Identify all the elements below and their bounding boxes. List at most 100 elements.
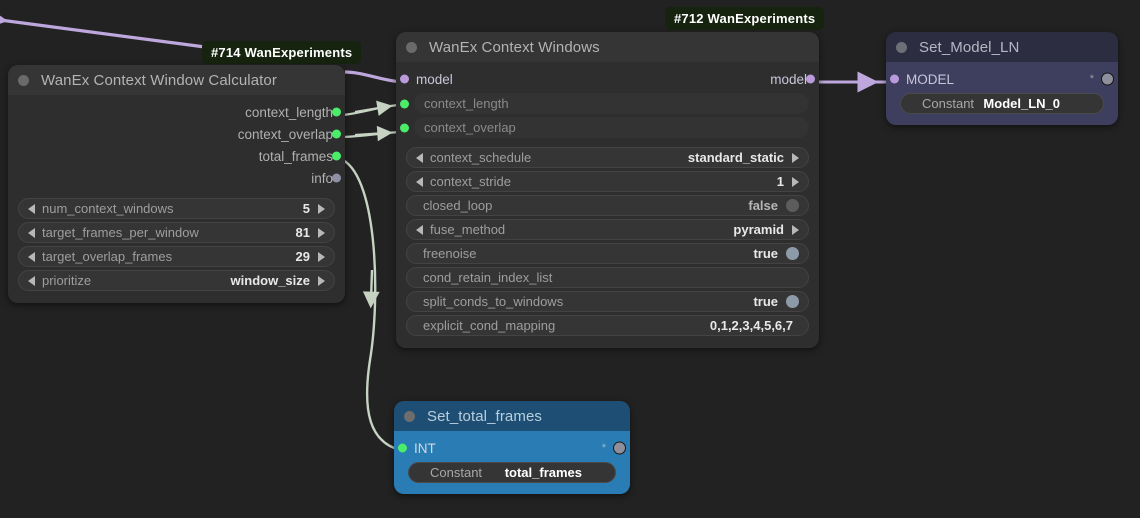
widget-constant-model-ln[interactable]: Constant Model_LN_0 <box>900 93 1104 114</box>
slot-row-model-ln[interactable]: MODEL * <box>886 68 1118 90</box>
decrement-arrow-icon[interactable] <box>28 227 35 238</box>
input-dot-model[interactable] <box>890 74 899 84</box>
next-option-arrow-icon[interactable] <box>792 152 799 163</box>
node-set-model-ln[interactable]: Set_Model_LN MODEL * Constant Model_LN_0 <box>886 32 1118 125</box>
output-dot-model[interactable] <box>806 74 815 84</box>
wildcard-asterisk-icon: * <box>601 441 606 454</box>
node-title-bar-set-total-frames[interactable]: Set_total_frames <box>394 401 630 431</box>
widget-value-num-context-windows: 5 <box>302 201 310 216</box>
widget-label-context-length: context_length <box>424 96 509 111</box>
wildcard-asterisk-icon: * <box>1089 72 1094 85</box>
widget-context-length[interactable]: context_length <box>414 93 809 114</box>
input-label-model: MODEL <box>906 71 955 87</box>
slot-row-int[interactable]: INT * <box>394 437 630 459</box>
widget-target-overlap-frames[interactable]: target_overlap_frames 29 <box>18 246 335 267</box>
output-dot-wildcard[interactable] <box>1101 72 1114 86</box>
widget-label-closed-loop: closed_loop <box>423 198 493 213</box>
node-title-context-windows: WanEx Context Windows <box>429 38 600 56</box>
slot-row-context-length[interactable]: context_length <box>396 93 819 114</box>
widget-value-fuse-method: pyramid <box>733 222 784 237</box>
output-slot-total-frames[interactable]: total_frames <box>8 145 345 167</box>
output-slot-info[interactable]: info <box>8 167 345 189</box>
decrement-arrow-icon[interactable] <box>28 203 35 214</box>
widget-label-num-context-windows: num_context_windows <box>42 201 174 216</box>
node-wanex-context-windows[interactable]: WanEx Context Windows model model contex… <box>396 32 819 348</box>
widget-label-constant: Constant <box>430 465 483 480</box>
widget-label-context-stride: context_stride <box>430 174 511 189</box>
widget-cond-retain-index-list[interactable]: cond_retain_index_list <box>406 267 809 288</box>
widget-target-frames-per-window[interactable]: target_frames_per_window 81 <box>18 222 335 243</box>
node-title-set-total-frames: Set_total_frames <box>427 407 542 425</box>
output-dot-context-overlap[interactable] <box>332 129 341 139</box>
output-label-total-frames: total_frames <box>258 148 333 164</box>
widget-prioritize[interactable]: prioritize window_size <box>18 270 335 291</box>
output-label-context-overlap: context_overlap <box>237 126 333 142</box>
increment-arrow-icon[interactable] <box>792 176 799 187</box>
output-label-model: model <box>770 71 807 87</box>
widget-value-freenoise: true <box>753 246 778 261</box>
widget-context-schedule[interactable]: context_schedule standard_static <box>406 147 809 168</box>
widget-num-context-windows[interactable]: num_context_windows 5 <box>18 198 335 219</box>
output-slot-context-length[interactable]: context_length <box>8 101 345 123</box>
node-badge-714: #714 WanExperiments <box>202 41 362 64</box>
output-dot-total-frames[interactable] <box>332 151 341 161</box>
widget-label-target-frames-per-window: target_frames_per_window <box>42 225 199 240</box>
collapse-dot-icon[interactable] <box>404 410 415 422</box>
wire-context-overlap-arrow <box>354 125 393 142</box>
output-dot-wildcard[interactable] <box>613 441 626 455</box>
collapse-dot-icon[interactable] <box>406 41 417 53</box>
output-slot-context-overlap[interactable]: context_overlap <box>8 123 345 145</box>
widget-label-cond-retain-index-list: cond_retain_index_list <box>423 270 553 285</box>
output-label-context-length: context_length <box>245 104 333 120</box>
widget-value-context-schedule: standard_static <box>687 150 784 165</box>
widget-context-stride[interactable]: context_stride 1 <box>406 171 809 192</box>
slot-row-context-overlap[interactable]: context_overlap <box>396 117 819 138</box>
input-dot-context-length[interactable] <box>400 99 409 108</box>
toggle-knob-icon[interactable] <box>786 247 799 260</box>
wire-model-to-context-windows <box>344 70 402 84</box>
output-dot-context-length[interactable] <box>332 107 341 117</box>
node-title-bar-set-model-ln[interactable]: Set_Model_LN <box>886 32 1118 62</box>
widget-label-explicit-cond-mapping: explicit_cond_mapping <box>423 318 556 333</box>
wire-context-length-arrow <box>354 100 393 116</box>
widget-fuse-method[interactable]: fuse_method pyramid <box>406 219 809 240</box>
toggle-knob-icon[interactable] <box>786 295 799 308</box>
wire-total-frames-arrow <box>362 269 380 309</box>
wire-context-overlap <box>342 130 401 139</box>
input-dot-int[interactable] <box>398 443 407 453</box>
node-title-bar-calculator[interactable]: WanEx Context Window Calculator <box>8 65 345 95</box>
widget-value-split-conds-to-windows: true <box>753 294 778 309</box>
next-option-arrow-icon[interactable] <box>318 275 325 286</box>
widget-explicit-cond-mapping[interactable]: explicit_cond_mapping 0,1,2,3,4,5,6,7 <box>406 315 809 336</box>
input-dot-model[interactable] <box>400 74 409 84</box>
collapse-dot-icon[interactable] <box>18 74 29 86</box>
increment-arrow-icon[interactable] <box>318 251 325 262</box>
input-dot-context-overlap[interactable] <box>400 123 409 132</box>
widget-value-closed-loop: false <box>748 198 778 213</box>
increment-arrow-icon[interactable] <box>318 203 325 214</box>
previous-option-arrow-icon[interactable] <box>416 224 423 235</box>
toggle-knob-icon[interactable] <box>786 199 799 212</box>
increment-arrow-icon[interactable] <box>318 227 325 238</box>
collapse-dot-icon[interactable] <box>896 41 907 53</box>
widget-freenoise[interactable]: freenoise true <box>406 243 809 264</box>
widget-context-overlap[interactable]: context_overlap <box>414 117 809 138</box>
node-wanex-context-window-calculator[interactable]: WanEx Context Window Calculator context_… <box>8 65 345 303</box>
widget-closed-loop[interactable]: closed_loop false <box>406 195 809 216</box>
decrement-arrow-icon[interactable] <box>28 251 35 262</box>
node-set-total-frames[interactable]: Set_total_frames INT * Constant total_fr… <box>394 401 630 494</box>
previous-option-arrow-icon[interactable] <box>28 275 35 286</box>
node-title-bar-context-windows[interactable]: WanEx Context Windows <box>396 32 819 62</box>
wire-total-frames <box>342 158 401 452</box>
slot-row-model[interactable]: model model <box>396 68 819 90</box>
widget-split-conds-to-windows[interactable]: split_conds_to_windows true <box>406 291 809 312</box>
widget-label-freenoise: freenoise <box>423 246 477 261</box>
output-dot-info[interactable] <box>332 173 341 183</box>
next-option-arrow-icon[interactable] <box>792 224 799 235</box>
decrement-arrow-icon[interactable] <box>416 176 423 187</box>
previous-option-arrow-icon[interactable] <box>416 152 423 163</box>
node-body-set-total-frames: INT * Constant total_frames <box>394 431 630 494</box>
widget-constant-total-frames[interactable]: Constant total_frames <box>408 462 616 483</box>
node-title-set-model-ln: Set_Model_LN <box>919 38 1020 56</box>
